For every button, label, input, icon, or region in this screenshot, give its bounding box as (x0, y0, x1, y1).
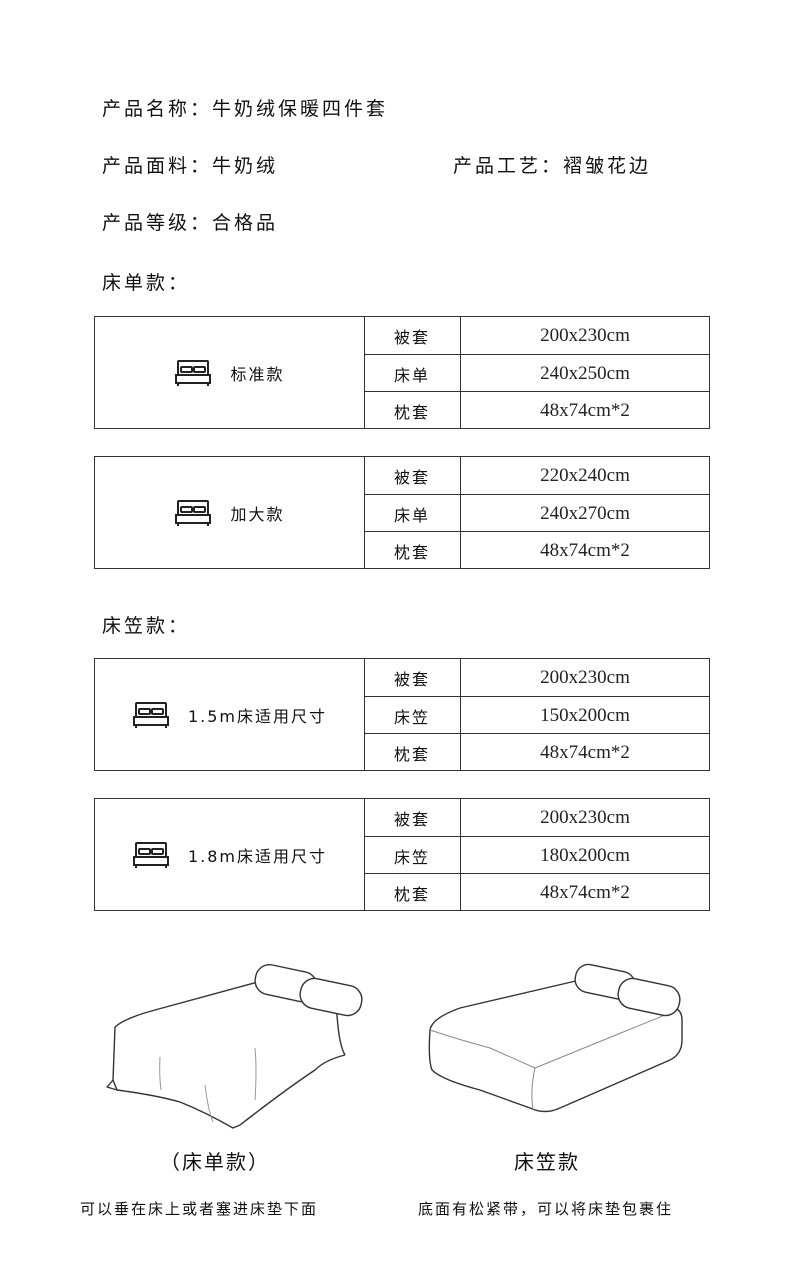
size-type-label: 1.5m床适用尺寸 (187, 706, 328, 726)
size-type-label: 加大款 (230, 504, 285, 524)
size-type: 1.8m床适用尺寸 (95, 799, 365, 910)
section-flat-sheet: 床单款： (102, 272, 191, 294)
bed-icon (175, 359, 212, 386)
item-name: 枕套 (364, 532, 461, 569)
size-type: 标准款 (95, 317, 365, 428)
item-name: 枕套 (364, 734, 461, 771)
table-row: 被套 200x230cm (364, 659, 709, 696)
item-name: 床单 (364, 495, 461, 532)
flat-sheet-caption: （床单款） (160, 1150, 270, 1174)
table-row: 床单 240x270cm (364, 494, 709, 532)
size-type-label: 1.8m床适用尺寸 (187, 846, 328, 866)
size-type-label: 标准款 (230, 364, 285, 384)
item-name: 被套 (364, 317, 461, 354)
item-size: 200x230cm (540, 666, 630, 688)
fitted-sheet-description: 底面有松紧带，可以将床垫包裹住 (418, 1200, 674, 1218)
size-type: 1.5m床适用尺寸 (95, 659, 365, 770)
bed-icon (175, 499, 212, 526)
product-fabric: 产品面料：牛奶绒 (102, 155, 279, 177)
bed-icon (132, 841, 169, 868)
table-row: 枕套 48x74cm*2 (364, 733, 709, 771)
table-row: 枕套 48x74cm*2 (364, 531, 709, 569)
item-size: 48x74cm*2 (540, 399, 630, 421)
table-row: 枕套 48x74cm*2 (364, 391, 709, 429)
item-size: 240x250cm (540, 362, 630, 384)
section-fitted-sheet: 床笠款： (102, 615, 191, 637)
item-size: 180x200cm (540, 844, 630, 866)
item-size: 220x240cm (540, 464, 630, 486)
item-name: 被套 (364, 659, 461, 696)
table-row: 床笠 180x200cm (364, 836, 709, 874)
product-name: 产品名称：牛奶绒保暖四件套 (102, 98, 389, 120)
item-size: 240x270cm (540, 502, 630, 524)
flat-sheet-description: 可以垂在床上或者塞进床垫下面 (80, 1200, 319, 1218)
item-size: 48x74cm*2 (540, 881, 630, 903)
item-size: 48x74cm*2 (540, 539, 630, 561)
table-row: 被套 200x230cm (364, 799, 709, 836)
product-grade: 产品等级：合格品 (102, 212, 279, 234)
item-name: 被套 (364, 457, 461, 494)
bed-icon (132, 701, 169, 728)
item-name: 枕套 (364, 874, 461, 911)
item-name: 床笠 (364, 697, 461, 734)
item-size: 48x74cm*2 (540, 741, 630, 763)
size-table: 1.8m床适用尺寸 被套 200x230cm 床笠 180x200cm 枕套 48x74cm… (94, 798, 710, 911)
item-name: 床笠 (364, 837, 461, 874)
table-row: 枕套 48x74cm*2 (364, 873, 709, 911)
size-table: 加大款 被套 220x240cm 床单 240x270cm 枕套 48x74cm*2 (94, 456, 710, 569)
item-name: 枕套 (364, 392, 461, 429)
item-name: 床单 (364, 355, 461, 392)
item-size: 200x230cm (540, 324, 630, 346)
fitted-sheet-caption: 床笠款 (514, 1150, 580, 1174)
table-row: 被套 200x230cm (364, 317, 709, 354)
item-size: 150x200cm (540, 704, 630, 726)
item-name: 被套 (364, 799, 461, 836)
table-row: 床笠 150x200cm (364, 696, 709, 734)
flat-sheet-bed-illustration (106, 963, 363, 1129)
size-table: 标准款 被套 200x230cm 床单 240x250cm 枕套 48x74cm*2 (94, 316, 710, 429)
table-row: 床单 240x250cm (364, 354, 709, 392)
size-type: 加大款 (95, 457, 365, 568)
fitted-sheet-bed-illustration (428, 963, 683, 1113)
item-size: 200x230cm (540, 806, 630, 828)
product-craft: 产品工艺：褶皱花边 (453, 155, 652, 177)
size-table: 1.5m床适用尺寸 被套 200x230cm 床笠 150x200cm 枕套 48x74cm… (94, 658, 710, 771)
table-row: 被套 220x240cm (364, 457, 709, 494)
